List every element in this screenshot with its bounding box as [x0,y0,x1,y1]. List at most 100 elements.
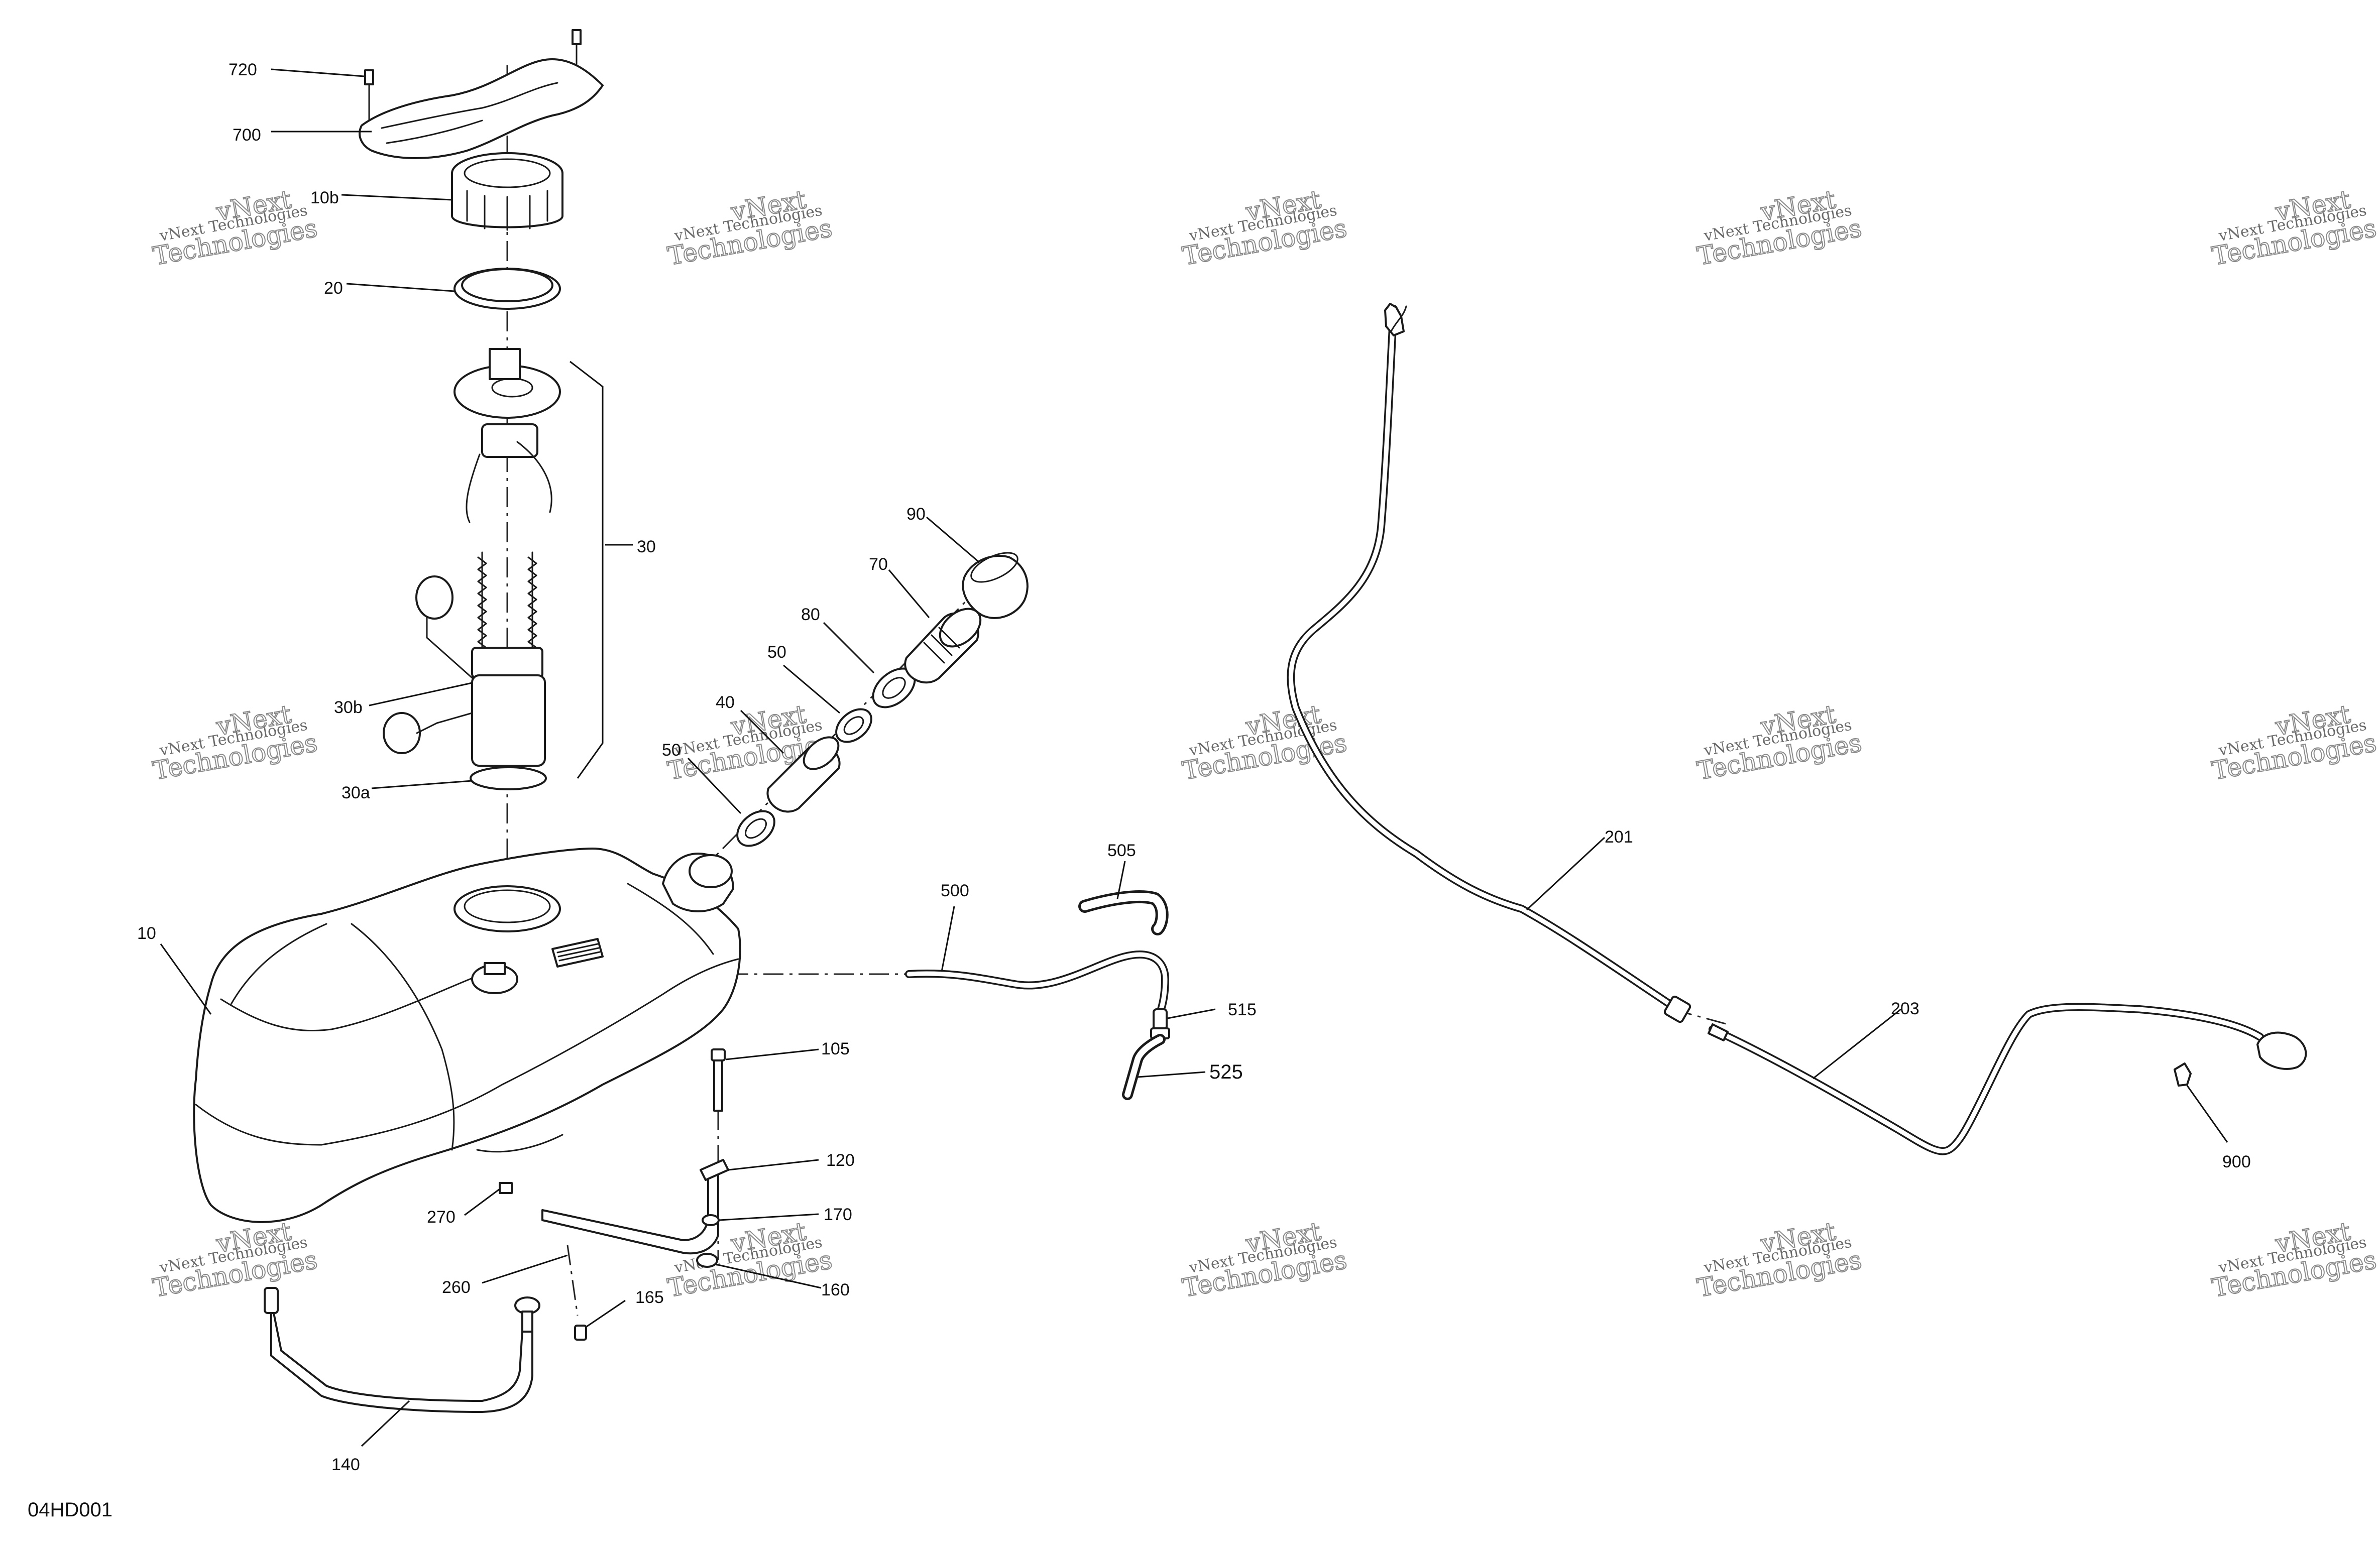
watermark: vNext Technologies vNext Technologies [2209,1216,2379,1303]
adapter-ribs [923,627,960,664]
callout-10: 10 [137,924,156,943]
part-505-hose-elbow [1078,890,1169,935]
part-10-fuel-tank [193,848,741,1223]
pump-wire [466,453,481,523]
leader-50-lower [687,757,742,814]
leader-70 [888,569,930,618]
leader-203 [1812,1008,1901,1080]
screw-head [572,29,582,45]
float-arm-lower [416,712,473,734]
fuel-line-tube [1287,305,1681,1013]
tank-seam [195,958,739,1146]
watermark: vNext Technologies vNext Technologies [1180,699,1349,786]
part-140-strap [264,1287,540,1413]
pump-connector [489,348,521,380]
vent-tube-inner [906,952,1168,1012]
valve-body [1153,1008,1168,1030]
filler-neck-opening [689,854,733,888]
part-160-nut [696,1253,718,1268]
fuel-line-connector [1708,1023,1729,1041]
leader-515 [1167,1008,1216,1019]
pump-strainer [470,766,547,790]
leader-40 [740,709,784,754]
callout-140: 140 [331,1455,360,1474]
ring-inner [843,716,864,735]
leader-120 [728,1159,819,1171]
bracket-rib [381,82,558,129]
fuel-line-end-fitting [1384,303,1405,336]
part-170-nut [702,1214,720,1226]
pump-body [471,674,546,767]
leader-500 [941,906,955,972]
callout-165: 165 [635,1288,664,1307]
part-165-bolt [574,1325,587,1341]
bracket-tab [700,1159,729,1181]
part-525-hose-end [1122,1034,1166,1100]
fuel-line-connector [1663,995,1691,1023]
callout-270: 270 [427,1208,456,1227]
callout-50-upper: 50 [767,643,786,662]
watermark: vNext Technologies vNext Technologies [150,1216,320,1303]
fuel-line-end-detail [1390,305,1407,332]
leader-80 [823,622,875,674]
leader-165 [586,1299,626,1328]
tank-shell [193,848,741,1223]
assembly-bracket-line [570,361,604,779]
callout-40: 40 [716,693,735,712]
watermark: vNext Technologies vNext Technologies [150,699,320,786]
tank-pump-opening [454,885,561,932]
screw-head [364,69,374,85]
tank-vent-nipple [484,962,506,975]
callout-900: 900 [2222,1152,2251,1171]
callout-30: 30 [637,537,656,556]
hose-end [803,736,840,770]
bolt-head [711,1048,726,1061]
leader-201 [1526,837,1606,911]
pump-spring [477,556,487,661]
cap-top [970,552,1018,583]
part-201-fuel-line [1287,303,1691,1023]
part-105-bolt [711,1048,726,1112]
bracket-body [541,1164,719,1255]
callout-505: 505 [1107,841,1136,860]
lock-ring-inner [464,158,551,188]
callout-203: 203 [1891,999,1919,1018]
watermark: vNext Technologies vNext Technologies [1694,699,1864,786]
callout-30a: 30a [342,783,370,802]
callout-50-lower: 50 [662,741,681,760]
leader-900 [2186,1085,2228,1143]
part-20-seal [454,268,561,310]
float-lower [383,712,421,754]
leader-140 [361,1400,410,1447]
seal-inner [461,268,553,302]
leader-525 [1137,1071,1206,1078]
callout-201: 201 [1605,827,1633,847]
tank-bottom-contour [476,1134,563,1153]
leader-30b [369,682,473,706]
callout-30b: 30b [334,698,363,717]
part-120-bracket [541,1159,729,1255]
bolt [574,1325,587,1341]
elbow-hose-inner [1081,893,1166,933]
callout-160: 160 [821,1280,850,1299]
callout-90: 90 [906,505,926,524]
tank-contour [351,923,455,1151]
nut [702,1214,720,1226]
callout-525: 525 [1209,1061,1243,1083]
watermark: vNext Technologies vNext Technologies [1694,184,1864,271]
callout-20: 20 [324,279,343,298]
hose-end-tube-inner [1124,1036,1163,1098]
watermark: vNext Technologies vNext Technologies [665,184,835,271]
leader-505 [1116,861,1126,899]
callout-700: 700 [233,126,261,145]
callout-105: 105 [821,1039,850,1058]
callout-120: 120 [826,1151,855,1170]
fuel-line-tube-inner [1288,306,1680,1012]
diagram-code: 04HD001 [28,1499,112,1521]
pump-spring [527,556,537,661]
leader-20 [346,283,455,292]
leader-90 [926,516,980,563]
part-40-hose [766,736,841,813]
leader-30a [371,780,473,789]
